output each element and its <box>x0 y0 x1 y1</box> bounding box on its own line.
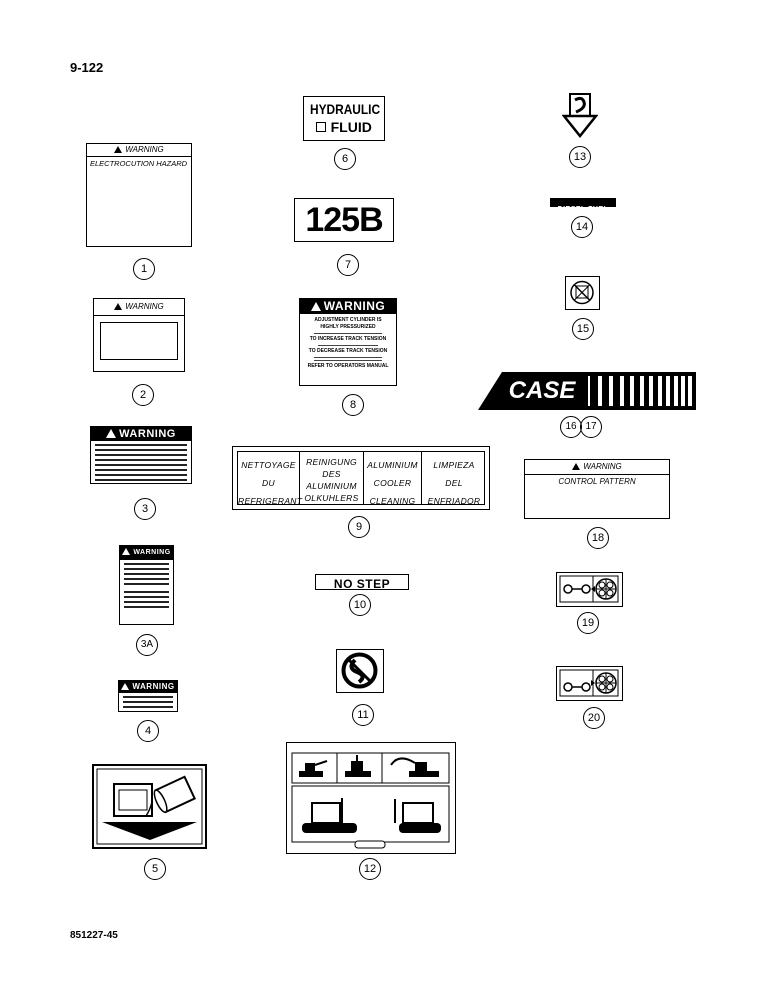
decal-18-text: CONTROL PATTERN <box>558 477 636 486</box>
callout-14: 14 <box>571 216 593 238</box>
decal-8-line2: HIGHLY PRESSURIZED <box>320 324 376 330</box>
callout-13: 13 <box>569 146 591 168</box>
decal-8-line4: TO DECREASE TRACK TENSION <box>308 348 388 354</box>
callout-3a: 3A <box>136 634 158 656</box>
warning-triangle-icon <box>310 302 321 311</box>
callout-20: 20 <box>583 707 605 729</box>
callout-3: 3 <box>134 498 156 520</box>
decal-2-warning: WARNING <box>93 298 185 372</box>
decal-8-line1: ADJUSTMENT CYLINDER IS <box>314 317 382 323</box>
decal-19-control-pattern-symbol <box>556 572 623 607</box>
warning-triangle-icon <box>572 463 581 470</box>
warning-triangle-icon <box>106 429 117 438</box>
decal-1-electrocution-warning: WARNING ELECTROCUTION HAZARD <box>86 143 192 247</box>
decal-9-col3-line1: ALUMINIUM <box>367 460 418 470</box>
decal-3-header: WARNING <box>119 428 176 440</box>
decal-6-line2: FLUID <box>330 119 372 135</box>
decal-9-col2-line3: ALUMINIUM <box>306 481 357 491</box>
decal-16-17-case-logo: CASE <box>476 370 698 412</box>
decal-14-text: DIESEL FUEL <box>557 206 609 213</box>
callout-19: 19 <box>577 612 599 634</box>
decal-18-control-pattern-warning: WARNING CONTROL PATTERN <box>524 459 670 519</box>
decal-8-line3: TO INCREASE TRACK TENSION <box>309 336 387 342</box>
warning-triangle-icon <box>122 548 131 555</box>
callout-7: 7 <box>337 254 359 276</box>
machine-pictogram-icon <box>291 752 450 849</box>
oil-can-icon <box>316 122 327 132</box>
decal-9-cooler-cleaning: NETTOYAGE DU REFRIGERANT REINIGUNG DES A… <box>232 446 490 510</box>
decal-5-coolant-pictogram <box>92 764 207 849</box>
no-entry-icon <box>341 652 378 689</box>
decal-2-blank-panel <box>100 322 178 360</box>
decal-16-17-text: CASE <box>508 377 576 404</box>
decal-8-line5: REFER TO OPERATORS MANUAL <box>307 363 389 369</box>
decal-9-col2-line4: OLKUHLERS <box>304 493 359 503</box>
joystick-pattern-icon <box>559 575 619 603</box>
decal-9-col3-line3: CLEANING <box>369 496 416 506</box>
callout-9: 9 <box>348 516 370 538</box>
decal-9-col2-line1: REINIGUNG <box>306 457 357 467</box>
page-id: 9-122 <box>70 60 104 75</box>
decal-9-col3-line2: COOLER <box>373 478 412 488</box>
down-arrow-icon <box>561 93 599 139</box>
decal-14-diesel-fuel: DIESEL FUEL <box>550 198 616 213</box>
decal-9-col4-line2: DEL <box>445 478 463 488</box>
decal-9-col4-line1: LIMPIEZA <box>433 460 475 470</box>
joystick-pattern-icon <box>559 669 619 697</box>
callout-1: 1 <box>133 258 155 280</box>
decal-3a-header: WARNING <box>133 549 171 556</box>
decal-9-col1-line2: DU <box>262 478 275 488</box>
coolant-fill-icon <box>96 768 203 845</box>
decal-13-arrow-symbol <box>561 92 599 140</box>
callout-2: 2 <box>132 384 154 406</box>
callout-17: 17 <box>580 416 602 438</box>
decal-1-text: ELECTROCUTION HAZARD <box>90 159 188 168</box>
decal-20-control-pattern-symbol <box>556 666 623 701</box>
callout-11: 11 <box>352 704 374 726</box>
decal-3-fine-print <box>91 444 191 481</box>
decal-15-prohibition-symbol <box>565 276 600 310</box>
case-stripe-graphic <box>478 372 696 410</box>
decal-10-no-step: NO STEP <box>315 574 409 591</box>
decal-9-col1-line1: NETTOYAGE <box>241 460 296 470</box>
decal-4-header: WARNING <box>132 682 175 691</box>
decal-2-header: WARNING <box>125 302 164 311</box>
callout-5: 5 <box>144 858 166 880</box>
figure-code: 851227-45 <box>70 930 118 941</box>
decal-9-col2-line2: DES <box>322 469 341 479</box>
callout-18: 18 <box>587 527 609 549</box>
decal-6-hydraulic-fluid: HYDRAULIC FLUID <box>303 96 385 141</box>
callout-15: 15 <box>572 318 594 340</box>
warning-triangle-icon <box>121 683 130 690</box>
callout-12: 12 <box>359 858 381 880</box>
callout-10: 10 <box>349 594 371 616</box>
callout-6: 6 <box>334 148 356 170</box>
decal-9-col1-line3: REFRIGERANT <box>238 496 303 506</box>
prohibition-icon <box>570 280 594 305</box>
decal-12-machine-operation-diagram <box>286 742 456 854</box>
decal-4-fine-print <box>119 696 177 708</box>
callout-16: 16 <box>560 416 582 438</box>
callout-8: 8 <box>342 394 364 416</box>
decal-3a-fine-print <box>120 563 173 608</box>
decal-3-warning: WARNING <box>90 426 192 484</box>
decal-18-header: WARNING <box>583 462 622 471</box>
decal-1-header: WARNING <box>125 145 164 154</box>
decal-10-text: NO STEP <box>333 577 391 591</box>
callout-4: 4 <box>137 720 159 742</box>
decal-7-text: 125B <box>305 201 383 239</box>
decal-11-no-climb-symbol <box>336 649 384 693</box>
decal-8-header: WARNING <box>323 299 386 313</box>
decal-6-line1: HYDRAULIC <box>310 101 381 117</box>
decal-3a-warning: WARNING <box>119 545 174 625</box>
decal-8-track-tension-warning: WARNING ADJUSTMENT CYLINDER IS HIGHLY PR… <box>299 298 397 386</box>
decal-9-col4-line3: ENFRIADOR <box>427 496 481 506</box>
warning-triangle-icon <box>114 146 123 153</box>
decal-4-warning: WARNING <box>118 680 178 712</box>
decal-7-model-125b: 125B <box>294 198 394 242</box>
warning-triangle-icon <box>114 303 123 310</box>
